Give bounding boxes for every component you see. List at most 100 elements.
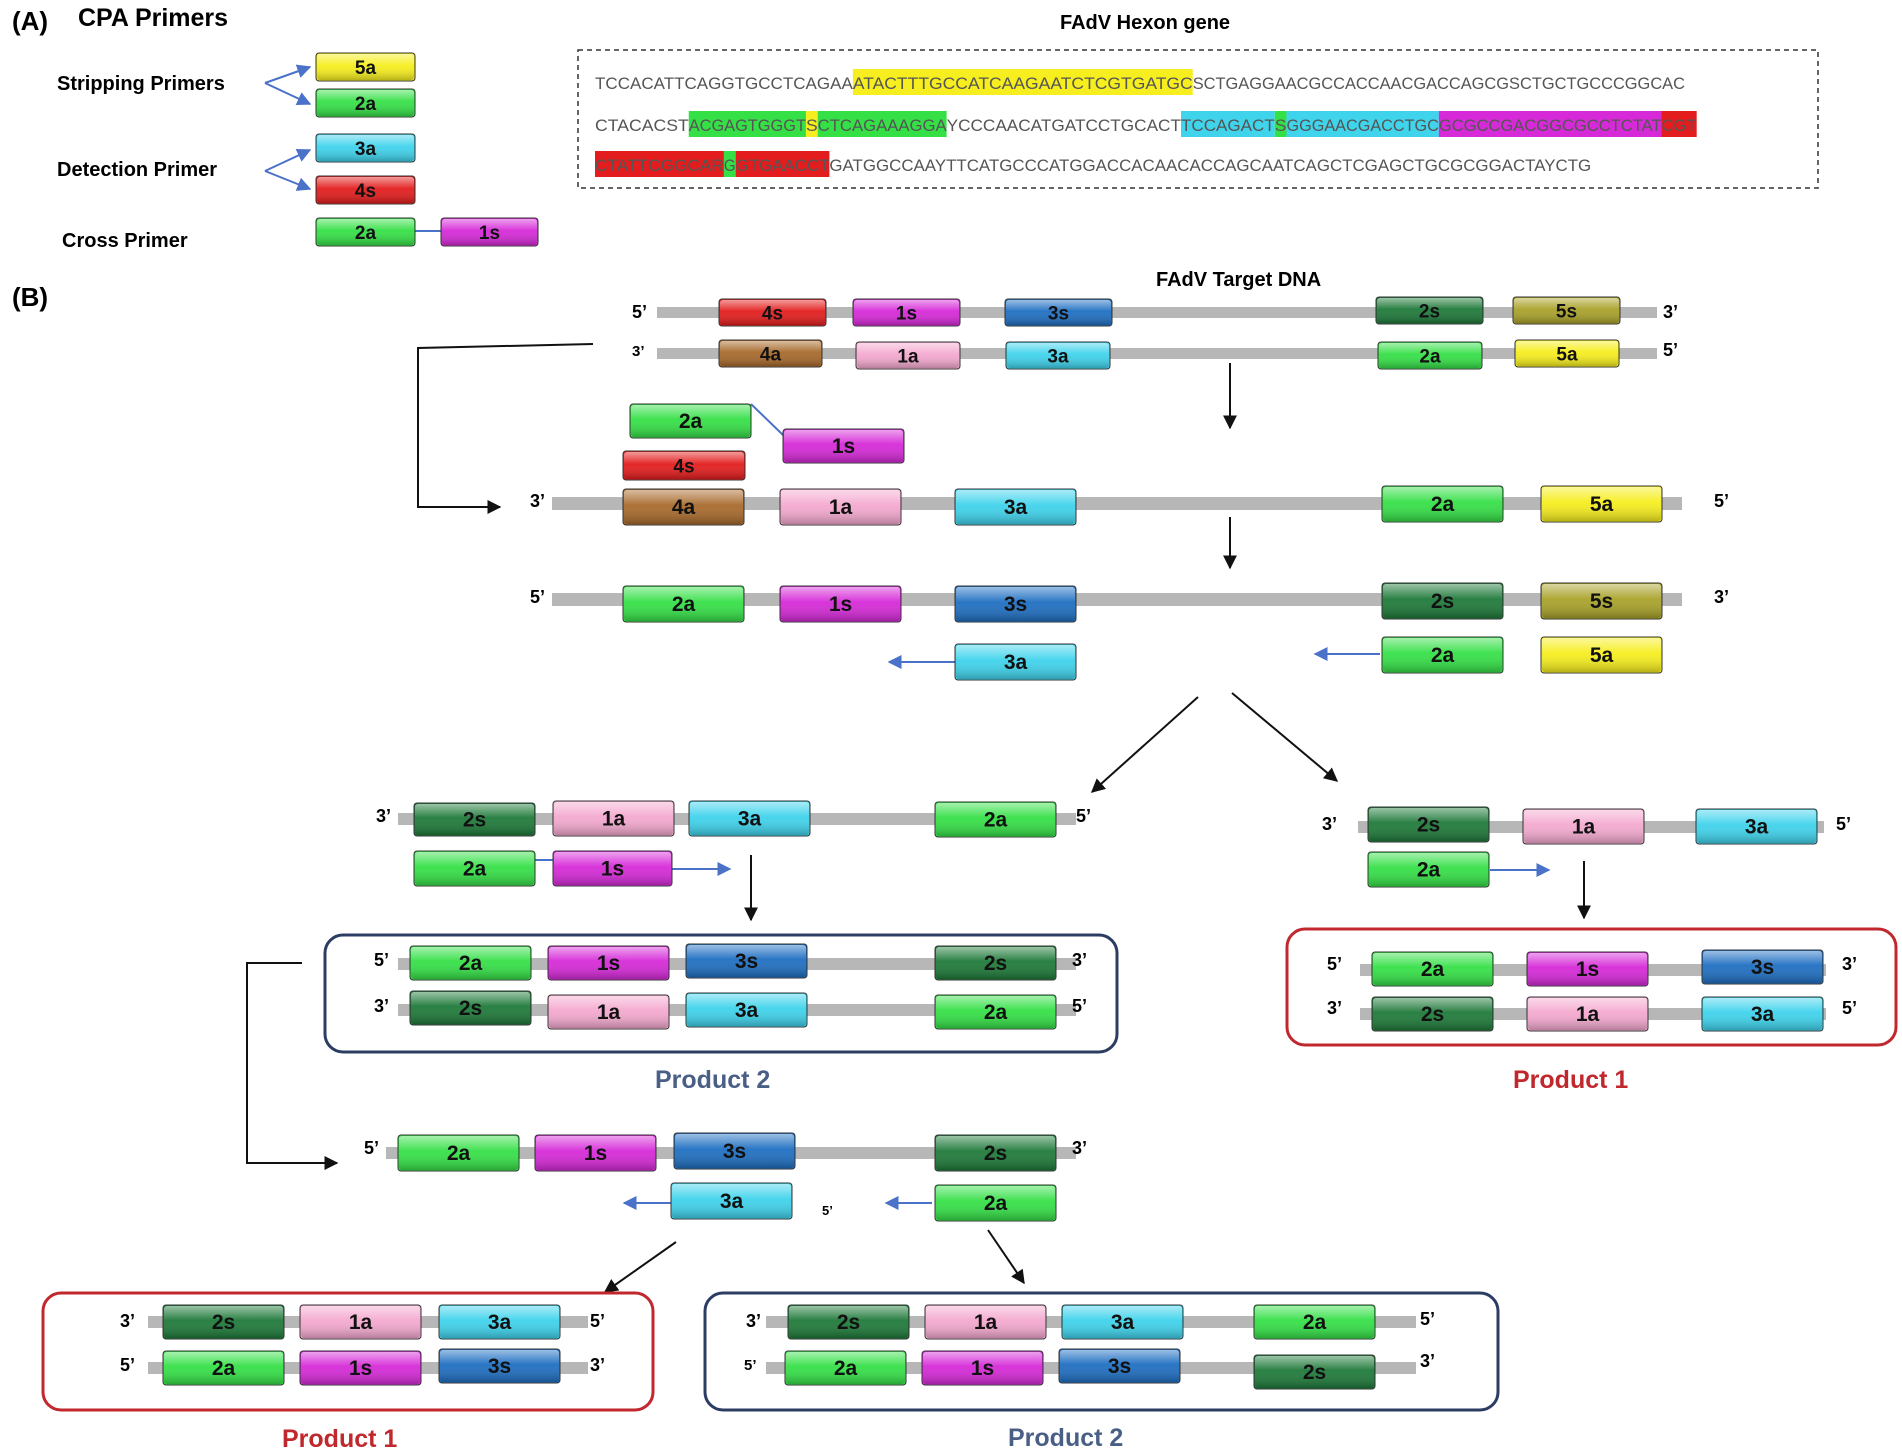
loop-arrow-top (417, 343, 594, 514)
box-2a: 2a (1377, 341, 1483, 370)
primer-label: 1a (1576, 1003, 1600, 1026)
sequence-highlight (1286, 111, 1439, 137)
box-2s: 2s (934, 945, 1057, 981)
sequence-segment: CTACACST (595, 116, 689, 135)
primer-label: 2s (837, 1311, 860, 1334)
panel-b-label: (B) (12, 282, 48, 312)
end-label: 3’ (530, 491, 545, 511)
primer-label: 2s (1417, 814, 1440, 837)
panel-b: (B) FAdV Target DNA 5’ 3’ 3’ 5’ 3’ (12, 269, 1898, 1453)
split-arrow-left (1090, 696, 1199, 793)
box-1a: 1a (1526, 996, 1649, 1032)
box-3a: 3a (688, 800, 811, 837)
box-2a: 2a (784, 1350, 907, 1386)
sequence-segment: TCCACATTCAGGTGCCTCAGAA (595, 74, 853, 93)
primer-label: 3a (735, 999, 759, 1022)
primer-label: 2s (984, 952, 1007, 975)
primer-label: 1a (829, 496, 853, 519)
primer-3a-box: 3a (315, 133, 416, 163)
sequence-segment: GTGAACCT (736, 156, 830, 175)
box-1s: 1s (299, 1350, 422, 1386)
primer-label: 1a (597, 1001, 621, 1024)
box-4a: 4a (718, 339, 823, 368)
sequence-segment: GATGGCCAAYTTCATGCCCATGGACCACAACACCAGCAAT… (829, 156, 1591, 175)
end-label: 5’ (374, 950, 389, 970)
primer-label: 2s (212, 1311, 235, 1334)
box-3s: 3s (438, 1348, 561, 1384)
box-3a: 3a (1701, 996, 1824, 1032)
sequence-segment: TCCAGACT (1181, 116, 1275, 135)
box-2a: 2a (934, 1184, 1057, 1222)
box-1s: 1s (779, 585, 902, 623)
primer-label: 3s (723, 1140, 746, 1163)
sequence-segment: ACGAGTGGGT (689, 116, 806, 135)
box-5a: 5a (1514, 339, 1620, 368)
box-1a: 1a (552, 800, 675, 837)
sequence-segment: GCGCCGACGGCGCCTCTAT (1439, 116, 1662, 135)
product1-frame-bottom (41, 1291, 655, 1412)
box-1s: 1s (782, 428, 905, 464)
box-1s: 1s (1526, 951, 1649, 987)
detection-fork-arrows (264, 148, 312, 191)
arrow-to-product1-bottom (603, 1241, 677, 1293)
end-label: 5’ (364, 1138, 379, 1158)
box-5a: 5a (1540, 636, 1663, 674)
product1-frame-mid (1285, 927, 1898, 1047)
primer-label: 2a (355, 94, 377, 115)
primer-label: 2s (1431, 590, 1454, 613)
sequence-highlight (723, 151, 736, 177)
box-2s: 2s (1371, 996, 1494, 1032)
box-2a: 2a (1253, 1304, 1376, 1340)
primer-label: 2a (672, 593, 696, 616)
box-2s: 2s (409, 990, 532, 1026)
box-2a: 2a (622, 585, 745, 623)
primer-label: 2a (459, 952, 483, 975)
primer-label: 2a (1421, 958, 1445, 981)
end-label: 3’ (376, 806, 391, 826)
sequence-segment: SCTGAGGAACGCCACCAACGACCAGCGSCTGCTGCCCGGC… (1193, 74, 1685, 93)
sequence-highlight (735, 151, 830, 177)
primer-2a-box: 2a (315, 88, 416, 118)
primer-label: 1s (829, 593, 852, 616)
primer-label: 2a (1417, 859, 1441, 882)
end-label: 5’ (744, 1357, 757, 1374)
box-2a: 2a (397, 1134, 520, 1172)
primer-label: 1s (349, 1357, 372, 1380)
primer-label: 5a (1590, 493, 1614, 516)
box-4a: 4a (622, 488, 745, 526)
primer-label: 5a (355, 58, 377, 79)
end-label: 3’ (120, 1311, 135, 1331)
box-2s: 2s (1381, 582, 1504, 620)
primer-label: 2a (463, 858, 487, 881)
cpa-primers-title: CPA Primers (78, 4, 228, 32)
primer-label: 2a (355, 223, 377, 244)
cross-primer-label: Cross Primer (62, 230, 188, 252)
box-5s: 5s (1512, 296, 1621, 325)
primer-label: 2a (1431, 493, 1455, 516)
cross-primer-2a-box: 2a (315, 217, 416, 247)
end-label: 5’ (1842, 998, 1857, 1018)
box-1s: 1s (534, 1134, 657, 1172)
primer-label: 3s (488, 1355, 511, 1378)
primer-label: 2a (834, 1357, 858, 1380)
box-3a: 3a (438, 1304, 561, 1340)
end-label: 3’ (590, 1355, 605, 1375)
box-1s: 1s (852, 298, 961, 327)
sequence-segment: CTATTCGGCAR (595, 156, 724, 175)
end-label: 5’ (1327, 954, 1342, 974)
end-label: 3’ (1420, 1351, 1435, 1371)
box-2a: 2a (934, 994, 1057, 1030)
box-1s: 1s (921, 1350, 1044, 1386)
primer-label: 3s (1048, 304, 1069, 325)
product1-label-mid: Product 1 (1513, 1066, 1628, 1094)
primer-label: 1s (601, 858, 624, 881)
end-label: 3’ (1322, 814, 1337, 834)
end-label: 5’ (1663, 340, 1678, 360)
primer-label: 1a (349, 1311, 373, 1334)
box-1a: 1a (547, 994, 670, 1030)
primer-label: 3a (488, 1311, 512, 1334)
box-2s: 2s (413, 802, 536, 837)
